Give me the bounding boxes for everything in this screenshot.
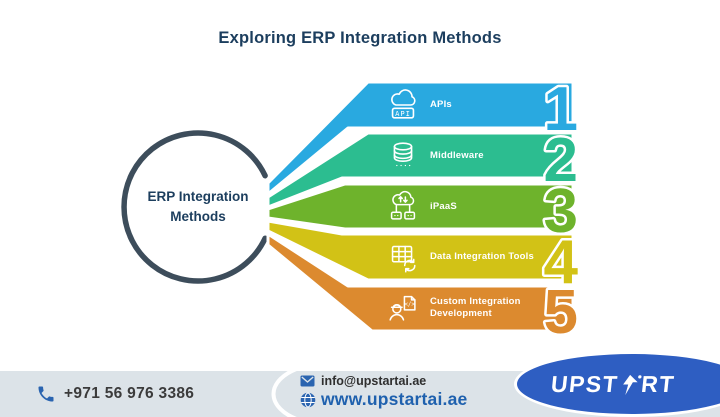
ribbon-band-1	[266, 80, 575, 196]
page-title: Exploring ERP Integration Methods	[218, 29, 502, 47]
ribbon-band-2	[266, 131, 575, 209]
phone-icon	[38, 386, 54, 402]
band-label-data-integration-tools: Data Integration Tools	[430, 250, 534, 262]
website-contact[interactable]: www.upstartai.ae	[300, 389, 467, 410]
ribbon-band-5	[266, 232, 575, 333]
database-icon	[393, 142, 413, 167]
ribbon-band-3	[266, 182, 575, 231]
ribbon-band-4	[266, 219, 575, 282]
band-number-4: 4	[544, 228, 579, 297]
cloud-api-icon: API	[391, 89, 416, 119]
phone-number[interactable]: +971 56 976 3386	[64, 385, 195, 402]
arrow-a-icon	[623, 373, 642, 395]
band-label-custom-integration-development: Custom Integration Development	[430, 295, 521, 319]
website-url[interactable]: www.upstartai.ae	[321, 389, 468, 409]
phone-contact[interactable]: +971 56 976 3386	[36, 371, 194, 417]
band-number-5: 5	[544, 278, 578, 347]
band-label-ipaas: iPaaS	[430, 200, 457, 212]
logo-text-right: RT	[640, 370, 677, 397]
band-number-3: 3	[544, 177, 578, 246]
band-label-apis: APIs	[430, 98, 452, 110]
cloud-sync-icon	[390, 190, 416, 220]
email-address[interactable]: info@upstartai.ae	[321, 374, 427, 388]
logo-text-left: UPST	[549, 370, 620, 397]
email-contact[interactable]: info@upstartai.ae	[300, 374, 467, 388]
table-sync-icon	[391, 245, 416, 273]
svg-text:API: API	[395, 109, 411, 118]
center-circle-label: ERP Integration Methods	[147, 189, 249, 224]
band-number-2: 2	[544, 126, 578, 195]
upstart-logo-pill: UPST RT	[514, 351, 720, 417]
contact-column: info@upstartai.ae www.upstartai.ae	[300, 374, 467, 410]
envelope-icon	[300, 375, 315, 387]
svg-text:</>: </>	[405, 302, 416, 308]
globe-icon	[300, 392, 316, 407]
center-circle	[121, 130, 268, 284]
upstart-logo: UPST RT	[550, 371, 677, 398]
band-number-1: 1	[544, 75, 578, 144]
developer-icon: </>	[389, 295, 416, 321]
band-label-middleware: Middleware	[430, 149, 484, 161]
